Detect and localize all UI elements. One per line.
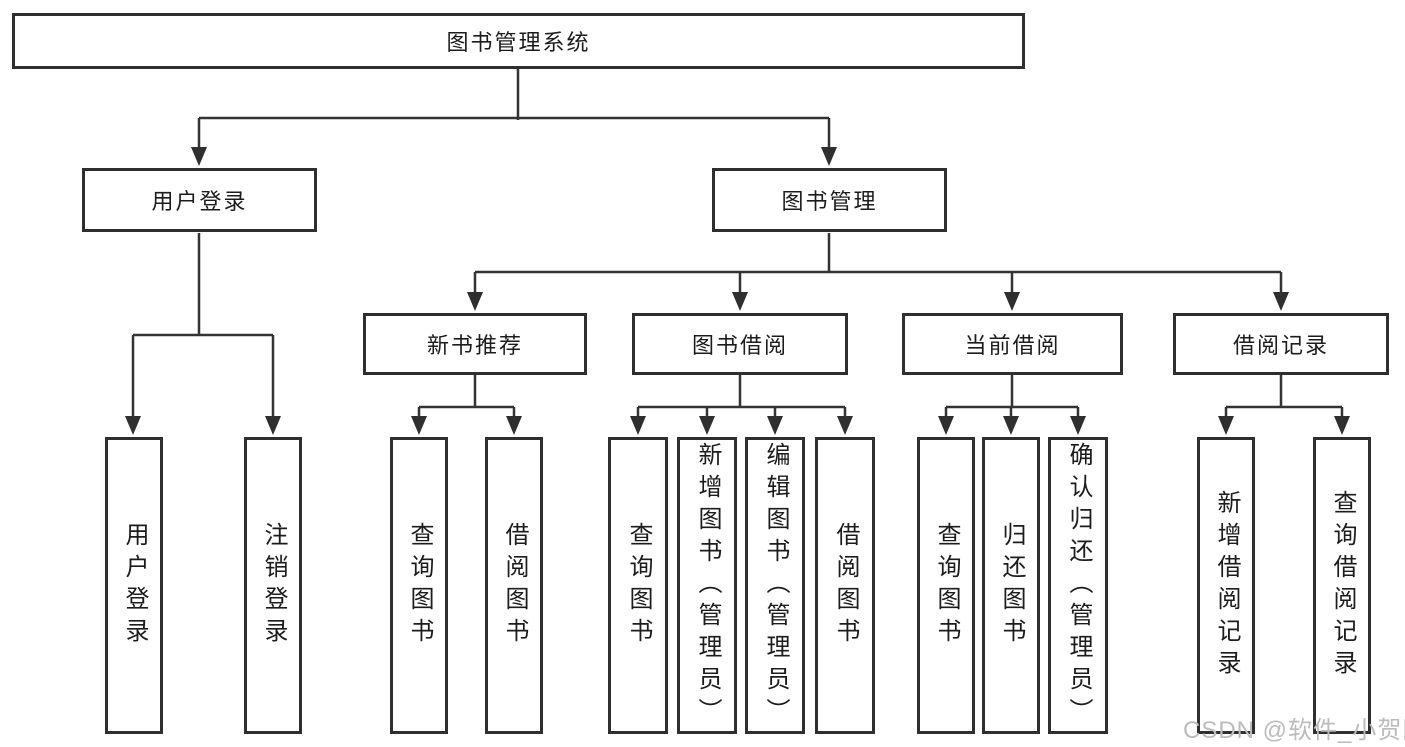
node-current-borrow: 当前借阅 (902, 313, 1123, 375)
node-book-borrow: 图书借阅 (632, 313, 848, 375)
node-label: 确认归还（管理员） (1065, 441, 1092, 730)
leaf-records-add-record: 新增借阅记录 (1197, 437, 1255, 734)
connector-path (131, 69, 1344, 421)
node-label: 借阅图书 (501, 521, 528, 650)
node-book-management: 图书管理 (712, 168, 947, 232)
node-label: 编辑图书（管理员） (762, 441, 789, 730)
node-label: 图书管理 (781, 189, 878, 214)
node-label: 查询图书 (625, 521, 652, 650)
node-library-system: 图书管理系统 (12, 13, 1025, 69)
leaf-current-return-books: 归还图书 (982, 437, 1040, 734)
leaf-user-login: 用户登录 (105, 437, 163, 734)
node-label: 当前借阅 (964, 333, 1061, 358)
node-label: 用户登录 (151, 189, 248, 214)
leaf-borrow-add-books-admin: 新增图书（管理员） (677, 437, 737, 734)
leaf-records-query-record: 查询借阅记录 (1313, 437, 1371, 734)
node-label: 图书管理系统 (446, 30, 591, 55)
node-label: 注销登录 (260, 521, 287, 650)
leaf-newbook-borrow-books: 借阅图书 (485, 437, 543, 734)
node-label: 新书推荐 (426, 333, 523, 358)
node-label: 查询图书 (933, 521, 960, 650)
node-label: 查询图书 (406, 521, 433, 650)
leaf-borrow-borrow-books: 借阅图书 (815, 437, 875, 734)
node-label: 图书借阅 (691, 333, 788, 358)
leaf-borrow-query-books: 查询图书 (608, 437, 668, 734)
node-label: 归还图书 (998, 521, 1025, 650)
csdn-watermark: CSDN @软件_小贺同学 (1183, 717, 1405, 744)
node-user-login: 用户登录 (82, 168, 317, 232)
node-label: 新增借阅记录 (1213, 489, 1240, 682)
leaf-logout-login: 注销登录 (244, 437, 302, 734)
node-borrow-records: 借阅记录 (1173, 313, 1389, 375)
node-label: 新增图书（管理员） (694, 441, 721, 730)
leaf-current-query-books: 查询图书 (917, 437, 975, 734)
node-label: 查询借阅记录 (1329, 489, 1356, 682)
node-new-book-recommend: 新书推荐 (363, 313, 587, 375)
node-label: 用户登录 (121, 521, 148, 650)
leaf-borrow-edit-books-admin: 编辑图书（管理员） (745, 437, 805, 734)
node-label: 借阅记录 (1232, 333, 1329, 358)
leaf-current-confirm-return-admin: 确认归还（管理员） (1048, 437, 1108, 734)
node-label: 借阅图书 (832, 521, 859, 650)
leaf-newbook-query-books: 查询图书 (390, 437, 448, 734)
